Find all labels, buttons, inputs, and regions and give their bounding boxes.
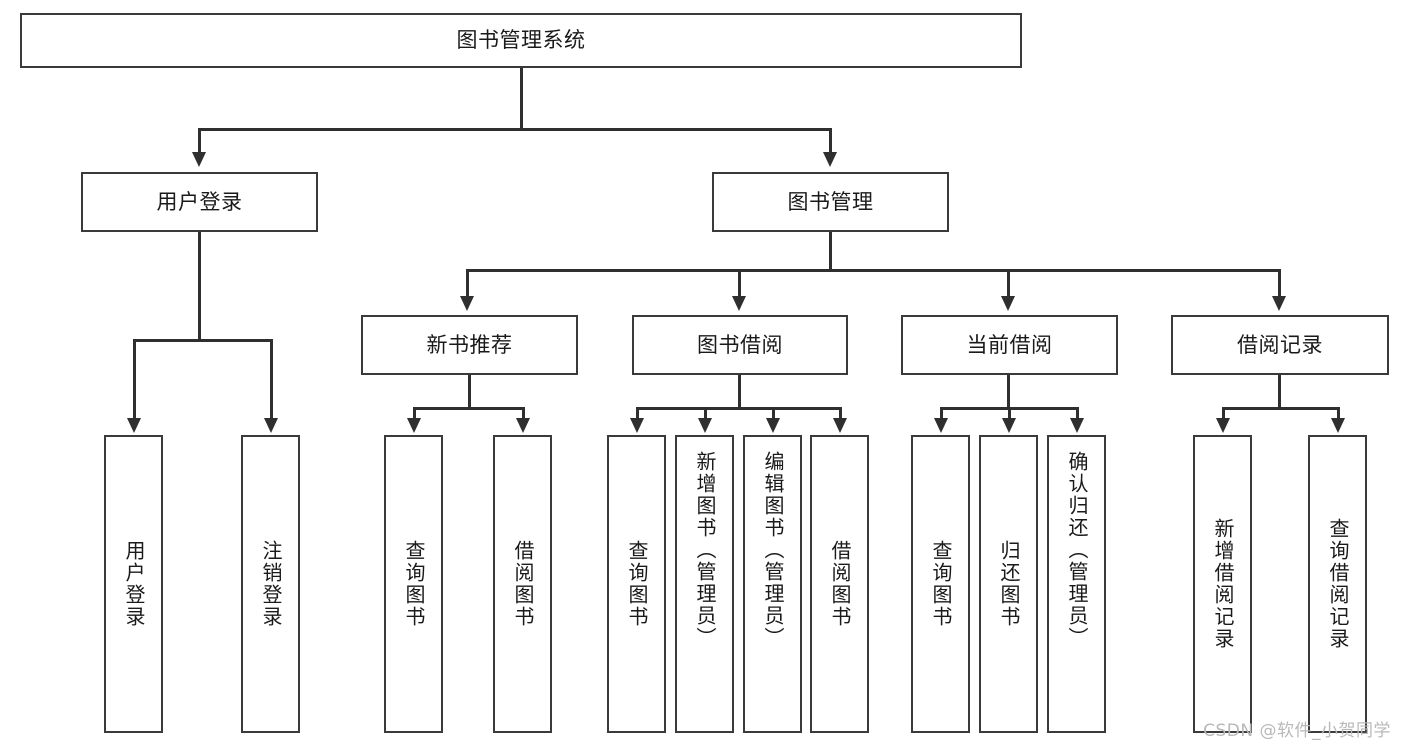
connector-recommend-bar bbox=[413, 407, 524, 410]
node-label: 查询图书 bbox=[402, 540, 426, 628]
arrow-to-book-management bbox=[823, 152, 837, 167]
connector-level3-drop-4 bbox=[1278, 269, 1281, 297]
connector-record-bar bbox=[1222, 407, 1339, 410]
node-label: 查询图书 bbox=[625, 540, 649, 628]
node-label: 归还图书 bbox=[997, 540, 1021, 628]
arrow-to-leaf-query-book-1 bbox=[407, 418, 421, 433]
node-label: 用户登录 bbox=[122, 540, 146, 628]
node-label: 图书管理系统 bbox=[456, 28, 586, 53]
connector-current-drop-1 bbox=[940, 407, 943, 419]
node-label: 图书借阅 bbox=[697, 332, 783, 357]
node-label: 确认归还（管理员） bbox=[1065, 451, 1089, 649]
leaf-confirm-return[interactable]: 确认归还（管理员） bbox=[1047, 435, 1106, 733]
leaf-query-borrow-record[interactable]: 查询借阅记录 bbox=[1308, 435, 1367, 733]
connector-user-login-stem bbox=[198, 232, 201, 341]
leaf-add-book[interactable]: 新增图书（管理员） bbox=[675, 435, 734, 733]
arrow-to-leaf-return-book bbox=[1002, 418, 1016, 433]
arrow-to-new-book-recommend bbox=[460, 296, 474, 311]
connector-book-mgmt-stem bbox=[829, 232, 832, 271]
leaf-user-logout[interactable]: 注销登录 bbox=[241, 435, 300, 733]
connector-level2-drop-right bbox=[829, 128, 832, 153]
connector-user-login-drop-2 bbox=[270, 339, 273, 419]
connector-borrow-drop-4 bbox=[839, 407, 842, 419]
connector-record-stem bbox=[1278, 375, 1281, 409]
node-label: 当前借阅 bbox=[966, 332, 1053, 357]
connector-level3-drop-3 bbox=[1007, 269, 1010, 297]
arrow-to-leaf-confirm-return bbox=[1070, 418, 1084, 433]
connector-recommend-drop-2 bbox=[522, 407, 525, 419]
connector-borrow-drop-1 bbox=[636, 407, 639, 419]
node-root-system[interactable]: 图书管理系统 bbox=[20, 13, 1022, 68]
node-label: 查询借阅记录 bbox=[1326, 518, 1350, 650]
node-label: 查询图书 bbox=[929, 540, 953, 628]
arrow-to-leaf-borrow-book-1 bbox=[516, 418, 530, 433]
node-user-login[interactable]: 用户登录 bbox=[81, 172, 318, 232]
arrow-to-book-borrow bbox=[732, 296, 746, 311]
node-label: 新增借阅记录 bbox=[1211, 518, 1235, 650]
connector-borrow-drop-2 bbox=[704, 407, 707, 419]
leaf-query-book-current[interactable]: 查询图书 bbox=[911, 435, 970, 733]
leaf-query-book-borrow[interactable]: 查询图书 bbox=[607, 435, 666, 733]
leaf-borrow-book-recommend[interactable]: 借阅图书 bbox=[493, 435, 552, 733]
node-label: 用户登录 bbox=[156, 189, 243, 214]
connector-borrow-bar bbox=[636, 407, 841, 410]
connector-level3-bar bbox=[466, 269, 1280, 272]
node-label: 借阅记录 bbox=[1237, 332, 1323, 357]
arrow-to-leaf-user-logout bbox=[264, 418, 278, 433]
arrow-to-leaf-query-book-2 bbox=[630, 418, 644, 433]
connector-user-login-bar bbox=[133, 339, 272, 342]
node-book-borrow[interactable]: 图书借阅 bbox=[632, 315, 848, 375]
connector-current-drop-3 bbox=[1076, 407, 1079, 419]
node-label: 新增图书（管理员） bbox=[693, 451, 717, 649]
node-label: 借阅图书 bbox=[511, 540, 535, 628]
node-label: 借阅图书 bbox=[828, 540, 852, 628]
leaf-add-borrow-record[interactable]: 新增借阅记录 bbox=[1193, 435, 1252, 733]
arrow-to-leaf-add-record bbox=[1216, 418, 1230, 433]
connector-root-stem bbox=[520, 68, 523, 130]
leaf-query-book-recommend[interactable]: 查询图书 bbox=[384, 435, 443, 733]
arrow-to-leaf-add-book bbox=[698, 418, 712, 433]
connector-borrow-stem bbox=[738, 375, 741, 409]
connector-recommend-drop-1 bbox=[413, 407, 416, 419]
connector-level3-drop-1 bbox=[466, 269, 469, 297]
connector-user-login-drop-1 bbox=[133, 339, 136, 419]
node-current-borrow[interactable]: 当前借阅 bbox=[901, 315, 1118, 375]
connector-level3-drop-2 bbox=[738, 269, 741, 297]
connector-record-drop-1 bbox=[1222, 407, 1225, 419]
node-label: 编辑图书（管理员） bbox=[761, 451, 785, 649]
arrow-to-leaf-borrow-book-2 bbox=[833, 418, 847, 433]
node-borrow-record[interactable]: 借阅记录 bbox=[1171, 315, 1389, 375]
leaf-borrow-book[interactable]: 借阅图书 bbox=[810, 435, 869, 733]
arrow-to-leaf-user-login bbox=[127, 418, 141, 433]
node-label: 图书管理 bbox=[787, 189, 874, 214]
node-new-book-recommend[interactable]: 新书推荐 bbox=[361, 315, 578, 375]
connector-record-drop-2 bbox=[1337, 407, 1340, 419]
arrow-to-current-borrow bbox=[1001, 296, 1015, 311]
arrow-to-leaf-query-record bbox=[1331, 418, 1345, 433]
connector-current-stem bbox=[1007, 375, 1010, 409]
connector-recommend-stem bbox=[468, 375, 471, 409]
leaf-edit-book[interactable]: 编辑图书（管理员） bbox=[743, 435, 802, 733]
connector-borrow-drop-3 bbox=[772, 407, 775, 419]
node-book-management[interactable]: 图书管理 bbox=[712, 172, 949, 232]
arrow-to-borrow-record bbox=[1272, 296, 1286, 311]
connector-level2-drop-left bbox=[198, 128, 201, 153]
leaf-return-book[interactable]: 归还图书 bbox=[979, 435, 1038, 733]
arrow-to-leaf-edit-book bbox=[766, 418, 780, 433]
arrow-to-user-login bbox=[192, 152, 206, 167]
connector-level2-bar bbox=[198, 128, 832, 131]
node-label: 新书推荐 bbox=[426, 332, 513, 357]
node-label: 注销登录 bbox=[259, 540, 283, 628]
arrow-to-leaf-query-book-3 bbox=[934, 418, 948, 433]
leaf-user-login[interactable]: 用户登录 bbox=[104, 435, 163, 733]
connector-current-drop-2 bbox=[1008, 407, 1011, 419]
